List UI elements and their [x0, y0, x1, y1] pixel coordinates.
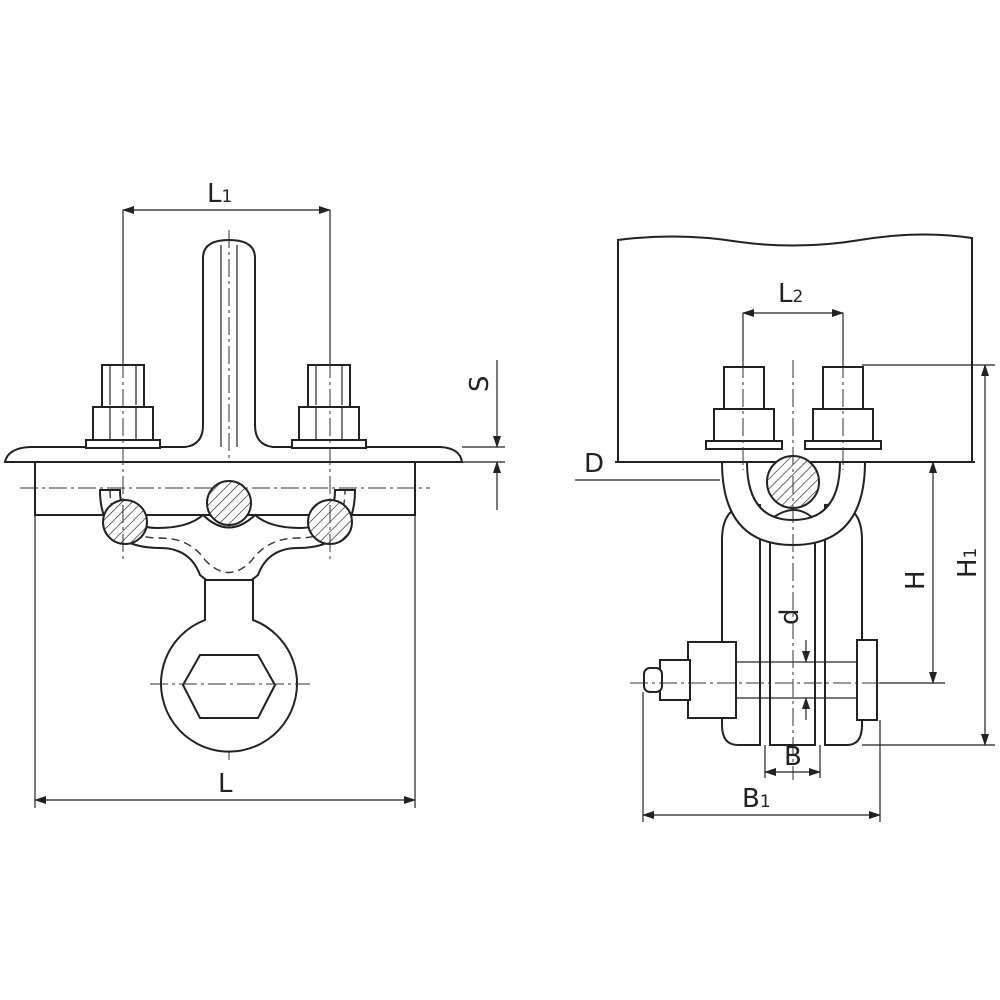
label-L1: L1: [207, 179, 232, 209]
label-B1: B1: [742, 784, 771, 814]
beam: [617, 233, 973, 463]
label-S: S: [465, 375, 495, 392]
rod-section: [206, 480, 252, 526]
dimension-H: H: [862, 461, 945, 684]
dimension-B1: B1: [642, 692, 881, 822]
bolt-left-side: [705, 366, 783, 450]
label-H1: H1: [953, 548, 983, 578]
side-view: L2: [575, 233, 995, 822]
label-H: H: [901, 570, 931, 590]
dimension-B: B: [764, 742, 821, 778]
dimension-D: D: [575, 449, 720, 481]
label-D: D: [584, 449, 604, 479]
eye-ring: [150, 579, 310, 753]
dimension-L1: L1: [122, 179, 331, 370]
t-plate: [3, 238, 464, 463]
label-L2: L2: [778, 279, 803, 309]
label-d: d: [775, 608, 805, 625]
dimension-d: d: [775, 608, 810, 720]
dimension-H1: H1: [862, 364, 995, 746]
label-L: L: [218, 769, 233, 799]
dimension-L: L: [34, 515, 416, 808]
pin-bolt: [643, 639, 878, 721]
dimension-S: S: [462, 360, 505, 510]
rod-section: [102, 499, 148, 545]
bolt-right: [291, 364, 367, 449]
front-view: L1: [3, 179, 505, 808]
bent-strap: [98, 489, 357, 589]
label-B: B: [784, 742, 802, 772]
